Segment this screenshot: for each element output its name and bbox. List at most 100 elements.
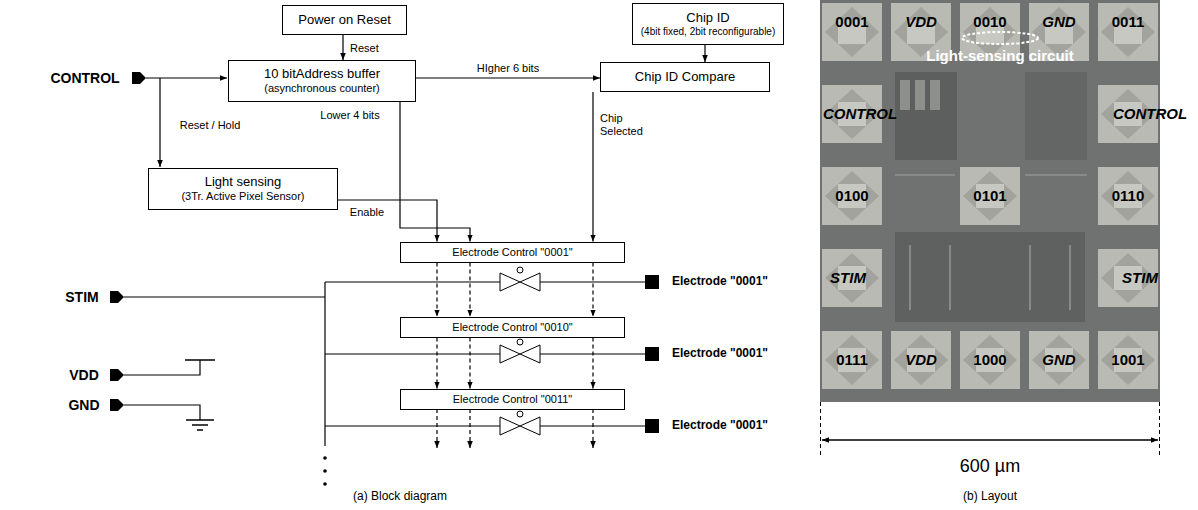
signal-arrow <box>704 45 705 62</box>
pad-label: VDD <box>905 13 937 30</box>
dimension-arrow <box>822 439 1158 441</box>
pad-label: CONTROL <box>1113 105 1187 122</box>
circuit-wire <box>1029 245 1031 310</box>
circuit-block <box>900 80 910 110</box>
circuit-block <box>915 80 925 110</box>
dimension-extension <box>1159 402 1160 456</box>
pad-label: VDD <box>905 351 937 368</box>
process-box: Power on Reset <box>282 5 407 35</box>
ground-symbol <box>186 419 214 421</box>
pad-label: 0110 <box>1112 187 1145 204</box>
transmission-gate <box>520 273 540 291</box>
bond-pad <box>822 167 882 225</box>
electrode-pad <box>645 275 659 289</box>
process-box: Chip ID(4bit fixed, 2bit reconfigurable) <box>632 3 784 45</box>
dimension-label: 600 µm <box>960 456 1020 477</box>
circuit-wire <box>909 245 911 310</box>
stim-wire <box>124 296 325 297</box>
box-text: (asynchronous counter) <box>264 82 380 95</box>
bond-pad <box>1098 249 1158 307</box>
pad-label: CONTROL <box>823 105 897 122</box>
pad-label: STIM <box>1122 269 1158 286</box>
electrode-name: Electrode "0001" <box>672 275 768 289</box>
stim-wire <box>325 425 500 426</box>
continuation-dot <box>323 482 327 486</box>
electrode-pad <box>645 419 659 433</box>
highlight-ellipse <box>962 32 1038 44</box>
pad-label: 0010 <box>973 13 1006 30</box>
circuit-block <box>895 72 957 160</box>
circuit-wire <box>949 245 951 310</box>
box-text: Light sensing <box>205 175 282 190</box>
control-line <box>436 263 437 317</box>
gate-bubble <box>517 339 523 345</box>
control-line <box>592 409 593 448</box>
box-text: Power on Reset <box>298 13 391 28</box>
circuit-wire <box>1069 245 1071 310</box>
signal-arrow <box>400 102 470 242</box>
gate-bubble <box>517 267 523 273</box>
box-text: Chip ID <box>686 11 729 26</box>
circuit-block <box>930 80 940 110</box>
control-line <box>469 263 470 317</box>
electrode-pad <box>645 347 659 361</box>
continuation-dot <box>323 456 327 460</box>
vdd-symbol <box>185 359 215 361</box>
circuit-wire <box>1025 174 1087 176</box>
callout-label: Light-sensing circuit <box>926 47 1074 64</box>
pin-symbol <box>110 369 124 381</box>
signal-arrow <box>592 92 593 242</box>
bond-pad <box>1098 167 1158 225</box>
control-line <box>469 409 470 448</box>
pin-name: CONTROL <box>50 70 119 86</box>
pad-label: 0111 <box>836 351 868 368</box>
circuit-wire <box>895 174 955 176</box>
gate-bubble <box>517 411 523 417</box>
pad-label: 0011 <box>1112 13 1145 30</box>
process-box: Chip ID Compare <box>600 62 770 92</box>
signal-label: HIgher 6 bits <box>477 62 539 75</box>
signal-arrow <box>342 35 343 60</box>
pad-label: 1001 <box>1111 351 1144 368</box>
transmission-gate <box>520 417 540 435</box>
bond-pad <box>1029 331 1089 389</box>
pad-label: GND <box>1042 13 1075 30</box>
signal-label: Chip Selected <box>600 112 652 137</box>
box-text: Electrode Control "0010" <box>452 321 572 334</box>
signal-label: Enable <box>350 206 384 219</box>
bond-pad <box>960 331 1020 389</box>
signal-label: Reset <box>350 42 379 55</box>
control-wire <box>159 78 160 167</box>
stim-wire <box>325 353 500 354</box>
process-box: Light sensing(3Tr. Active Pixel Sensor) <box>148 168 338 210</box>
control-line <box>592 338 593 389</box>
bond-pad <box>960 167 1020 225</box>
bond-pad <box>822 249 882 307</box>
ground-symbol <box>197 429 203 431</box>
transmission-gate <box>500 273 520 291</box>
box-text: Chip ID Compare <box>635 70 735 85</box>
signal-arrow <box>338 200 437 242</box>
pad-label: GND <box>1042 351 1075 368</box>
sub-caption: (b) Layout <box>963 490 1017 504</box>
process-box: Electrode Control "0011" <box>400 389 625 410</box>
box-text: Electrode Control "0011" <box>453 393 573 406</box>
electrode-name: Electrode "0001" <box>672 419 768 433</box>
box-text: 10 bitAddress buffer <box>264 67 380 82</box>
bond-pad <box>822 331 882 389</box>
continuation-dot <box>323 469 327 473</box>
pin-name: VDD <box>69 367 99 383</box>
pad-label: STIM <box>830 269 866 286</box>
circuit-block <box>1025 72 1087 160</box>
pad-label: 0101 <box>973 187 1006 204</box>
bond-pad <box>822 3 882 61</box>
signal-arrow <box>416 77 600 78</box>
signal-label: Lower 4 bits <box>320 109 379 122</box>
pad-label: 1000 <box>973 351 1006 368</box>
pin-symbol <box>110 291 124 303</box>
stim-wire <box>325 281 500 282</box>
pin-symbol <box>110 399 124 411</box>
control-line <box>436 338 437 389</box>
pin-name: GND <box>68 397 99 413</box>
vdd-wire <box>124 360 200 375</box>
